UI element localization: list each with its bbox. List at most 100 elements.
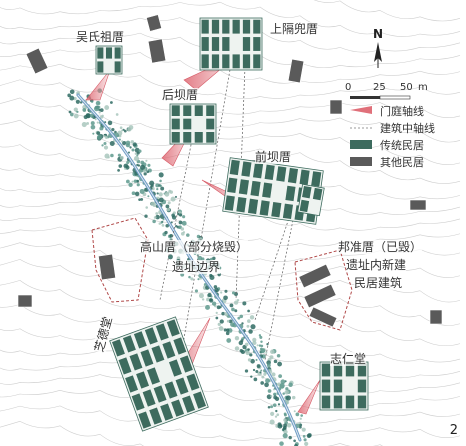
vegetation-dot [241, 322, 244, 325]
figure-number: 2 [449, 423, 458, 438]
vegetation-dot [93, 106, 100, 112]
vegetation-dot [265, 378, 270, 384]
vegetation-dot [176, 256, 181, 260]
traditional-house-block [199, 17, 263, 71]
contour-line [313, 0, 461, 22]
vegetation-dot [280, 379, 286, 385]
vegetation-dot [250, 324, 256, 330]
vegetation-dot [269, 419, 275, 425]
vegetation-dot [252, 368, 256, 372]
vegetation-dot [69, 95, 75, 101]
vegetation-dot [275, 409, 278, 413]
vegetation-dot [104, 121, 107, 124]
vegetation-dot [298, 425, 302, 429]
vegetation-dot [166, 207, 171, 212]
vegetation-dot [277, 403, 281, 406]
traditional-house-block [297, 183, 325, 217]
vegetation-dot [91, 100, 94, 103]
vegetation-dot [117, 168, 120, 172]
scale-tick-25: 25 [373, 82, 386, 93]
vegetation-dot [302, 434, 306, 438]
vegetation-dot [225, 331, 230, 336]
vegetation-dot [228, 319, 233, 324]
house-unit [276, 166, 287, 182]
vegetation-dot [256, 364, 261, 369]
house-unit [311, 171, 322, 187]
vegetation-dot [132, 142, 137, 147]
vegetation-dot [285, 395, 291, 401]
vegetation-dot [218, 326, 224, 331]
scale-bar: 0 25 50 m [345, 82, 428, 100]
vegetation-dot [194, 289, 199, 293]
vegetation-dot [217, 322, 221, 327]
house-unit [232, 19, 240, 34]
scale-unit: m [418, 82, 428, 93]
north-arrow: N [373, 27, 383, 68]
vegetation-dot [103, 145, 109, 150]
house-unit [160, 403, 174, 421]
house-unit [201, 37, 209, 51]
vegetation-dot [133, 156, 140, 162]
house-unit [194, 132, 203, 143]
vegetation-dot [126, 160, 130, 165]
vegetation-dot [215, 316, 219, 320]
vegetation-dot [105, 136, 108, 139]
vegetation-dot [212, 256, 216, 261]
vegetation-dot [150, 187, 153, 190]
label-gaoshan: 高山厝（部分烧毁） [140, 240, 249, 254]
vegetation-dot [223, 295, 228, 301]
vegetation-dot [239, 314, 244, 319]
vegetation-dot [295, 412, 300, 417]
vegetation-dot [178, 220, 183, 225]
label-zhiren: 志仁堂 [330, 352, 367, 366]
vegetation-dot [250, 375, 253, 378]
contour-line [0, 119, 461, 165]
house-unit [357, 363, 367, 377]
house-unit [253, 37, 261, 51]
vegetation-dot [164, 230, 168, 235]
house-unit [142, 389, 156, 407]
vegetation-dot [158, 197, 164, 203]
house-unit [333, 379, 343, 393]
house-unit [164, 381, 178, 399]
vegetation-dot [260, 381, 264, 385]
vegetation-dot [125, 143, 130, 148]
house-unit [140, 349, 154, 367]
vegetation-dot [252, 337, 257, 342]
vegetation-dot [234, 335, 240, 341]
vegetation-dot [95, 100, 101, 106]
vegetation-dot [270, 394, 273, 398]
house-unit [118, 357, 132, 375]
vegetation-dot [236, 298, 240, 302]
house-unit [252, 163, 264, 179]
vegetation-dot [162, 218, 165, 221]
vegetation-dot [118, 138, 121, 141]
vegetation-dot [247, 309, 250, 313]
vegetation-dot [282, 425, 287, 430]
vegetation-dot [233, 300, 239, 305]
house-unit [236, 197, 247, 213]
house-unit [222, 19, 230, 34]
vegetation-dot [258, 334, 262, 337]
vegetation-dot [73, 107, 78, 112]
vegetation-dot [252, 340, 257, 346]
vegetation-dot [270, 411, 275, 416]
house-unit [253, 54, 261, 69]
vegetation-dot [96, 131, 101, 135]
label-bangzhun-new: 遗址内新建 [346, 258, 407, 272]
contour-line [0, 179, 461, 215]
vegetation-dot [276, 354, 281, 358]
legend-other-swatch [350, 157, 372, 166]
house-unit [97, 47, 104, 59]
vegetation-dot [283, 429, 288, 435]
vegetation-dot [90, 124, 96, 130]
house-unit [271, 201, 282, 218]
vegetation-dot [86, 113, 91, 119]
vegetation-dot [145, 206, 148, 209]
vegetation-dot [270, 349, 275, 355]
vegetation-dot [260, 344, 264, 348]
vegetation-dot [209, 298, 214, 303]
vegetation-dot [98, 111, 101, 114]
vegetation-dot [266, 363, 271, 368]
house-unit [345, 395, 355, 409]
